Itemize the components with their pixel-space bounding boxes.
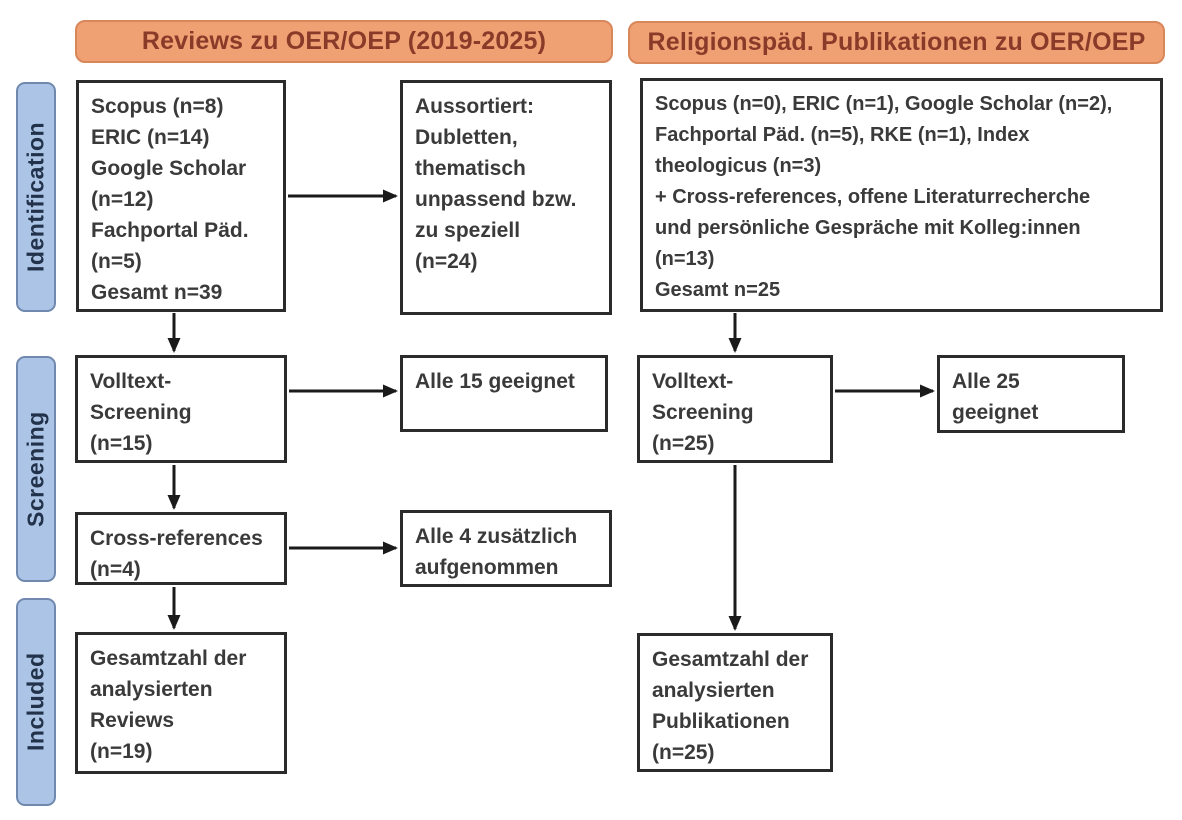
- banner-reviews-oer-oep: Reviews zu OER/OEP (2019-2025): [75, 20, 613, 63]
- box-left-crossref: Cross-references (n=4): [75, 512, 287, 585]
- banner-religionspaed-publikationen: Religionspäd. Publikationen zu OER/OEP: [628, 21, 1165, 64]
- box-left-excluded: Aussortiert: Dubletten, thematisch unpas…: [400, 80, 612, 315]
- box-right-fulltext-screening: Volltext- Screening (n=25): [637, 355, 833, 463]
- box-right-sources: Scopus (n=0), ERIC (n=1), Google Scholar…: [640, 78, 1163, 312]
- stage-label-identification: Identification: [16, 82, 56, 312]
- box-left-fulltext-screening: Volltext- Screening (n=15): [75, 355, 287, 463]
- stage-label-included: Included: [16, 598, 56, 806]
- box-left-fulltext-result: Alle 15 geeignet: [400, 355, 608, 432]
- box-left-crossref-result: Alle 4 zusätzlich aufgenommen: [400, 510, 612, 587]
- box-right-fulltext-result: Alle 25 geeignet: [937, 355, 1125, 433]
- box-right-included-total: Gesamtzahl der analysierten Publikatione…: [637, 633, 833, 772]
- box-left-included-total: Gesamtzahl der analysierten Reviews (n=1…: [75, 632, 287, 774]
- box-left-sources: Scopus (n=8) ERIC (n=14) Google Scholar …: [76, 80, 286, 312]
- stage-label-screening: Screening: [16, 356, 56, 582]
